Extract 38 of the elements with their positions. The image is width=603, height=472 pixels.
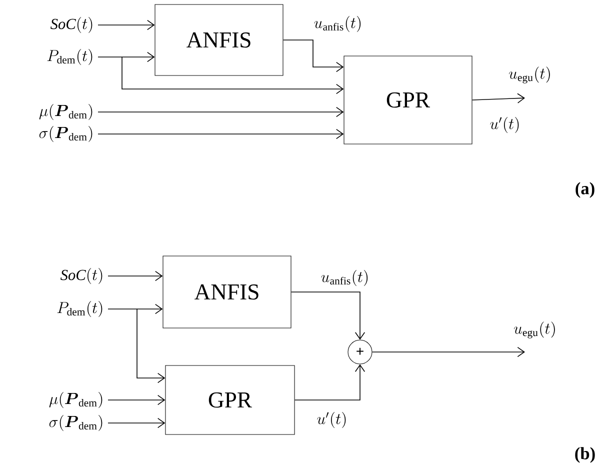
arrow	[98, 20, 155, 30]
arrow	[282, 40, 344, 72]
arrow	[290, 292, 366, 340]
panel-label: (b)	[575, 447, 595, 463]
edge-label: $u_{\mathrm{anfis}}(t)$	[314, 16, 361, 32]
arrow	[98, 106, 344, 118]
input-label: $\sigma(\boldsymbol{P}_{\mathrm{dem}})$	[49, 415, 102, 432]
arrow	[108, 418, 166, 428]
arrow	[122, 56, 344, 94]
arrow	[294, 364, 366, 400]
input-label: $\mathit{SoC}(t)$	[60, 268, 102, 284]
block-box: GPR	[344, 56, 472, 144]
block-box: GPR	[165, 365, 295, 435]
input-label: $P_{\mathrm{dem}}(t)$	[57, 301, 102, 318]
panel-label: (a)	[576, 182, 594, 198]
block-box: ANFIS	[154, 4, 284, 76]
arrow	[136, 304, 163, 314]
input-label: $\sigma(\boldsymbol{P}_{\mathrm{dem}})$	[39, 126, 92, 142]
summing-junction: +	[348, 340, 372, 364]
input-label: $P_{\mathrm{dem}}(t)$	[47, 49, 92, 66]
arrow	[472, 93, 525, 104]
arrow	[136, 308, 166, 384]
arrow	[108, 270, 163, 282]
signal-label: $u'(t)$	[490, 117, 519, 134]
edge-label: $u'(t)$	[317, 412, 346, 428]
arrow	[372, 346, 525, 358]
edge-label: $u_{\mathrm{egu}}(t)$	[514, 322, 555, 338]
arrow	[108, 394, 166, 406]
connector-line	[108, 308, 138, 310]
edge-label: $u_{\mathrm{anfis}}(t)$	[321, 270, 368, 286]
arrow	[98, 128, 344, 140]
arrow	[122, 52, 155, 62]
block-box: ANFIS	[162, 256, 292, 328]
input-label: $\mu(\boldsymbol{P}_{\mathrm{dem}})$	[49, 392, 102, 408]
input-label: $\mathit{SoC}(t)$	[50, 17, 92, 34]
input-label: $\mu(\boldsymbol{P}_{\mathrm{dem}})$	[39, 104, 92, 120]
connector-line	[98, 56, 122, 58]
edge-label: $u_{\mathrm{egu}}(t)$	[508, 66, 550, 84]
